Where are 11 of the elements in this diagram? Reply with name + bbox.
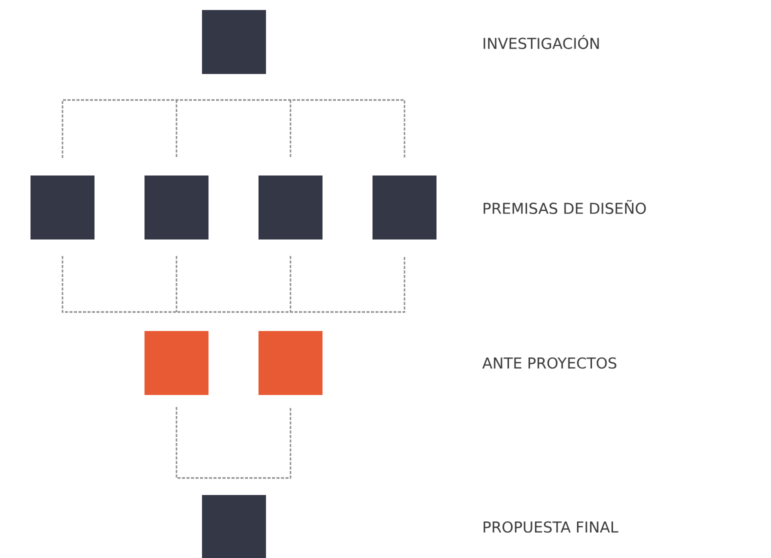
level-label: ANTE PROYECTOS — [482, 357, 616, 369]
level-label: INVESTIGACIÓN — [484, 34, 599, 50]
square-box — [258, 176, 322, 240]
level-label: PREMISAS DE DISEÑO — [484, 200, 646, 214]
square-box — [144, 331, 208, 395]
level-label: PROPUESTA FINAL — [484, 521, 618, 533]
square-box — [144, 176, 208, 240]
square-box — [30, 176, 94, 240]
square-box — [258, 331, 322, 395]
square-box — [202, 10, 266, 74]
square-box — [372, 176, 436, 240]
